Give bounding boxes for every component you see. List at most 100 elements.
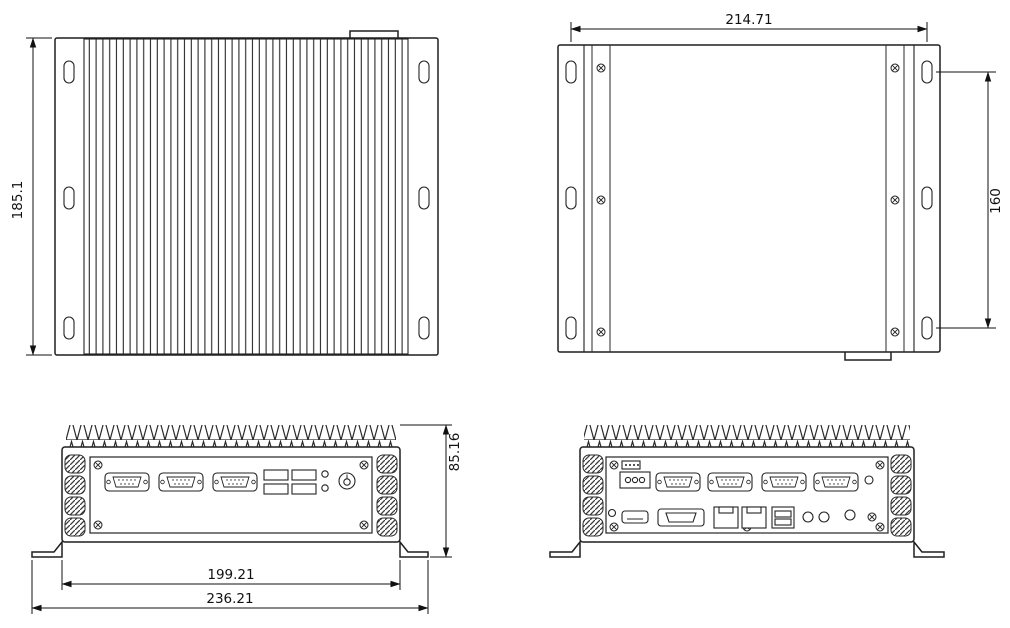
front-io-panel xyxy=(89,456,373,534)
grip-segment xyxy=(890,496,912,516)
side-grip-left xyxy=(64,454,86,537)
usb-port xyxy=(263,469,289,481)
mounting-slot xyxy=(921,186,933,210)
usb-port xyxy=(263,483,289,495)
grip-segment xyxy=(64,454,86,474)
screw xyxy=(596,195,606,205)
bottom-plate-view xyxy=(557,44,941,361)
db9-connector xyxy=(813,472,859,492)
mounting-slot xyxy=(63,316,75,340)
power-terminal xyxy=(619,471,651,489)
antenna-hole xyxy=(864,475,874,485)
mounting-foot xyxy=(31,539,63,558)
mounting-slot xyxy=(565,316,577,340)
screw xyxy=(359,520,369,530)
grip-segment xyxy=(582,475,604,495)
dimension-mount-width: 214.71 xyxy=(570,12,928,42)
mounting-slot xyxy=(565,60,577,84)
screw xyxy=(867,512,877,522)
grip-segment xyxy=(890,517,912,537)
usb-port xyxy=(771,506,795,529)
usb-port xyxy=(291,469,317,481)
mounting-foot xyxy=(399,539,429,558)
hdmi-port xyxy=(621,510,649,524)
mounting-foot xyxy=(913,539,945,558)
db9-connector xyxy=(707,472,753,492)
plate-outline xyxy=(557,44,941,353)
screw xyxy=(609,522,619,532)
grip-segment xyxy=(890,475,912,495)
grip-segment xyxy=(376,496,398,516)
lan-port xyxy=(741,506,767,529)
mounting-slot xyxy=(63,186,75,210)
dip-switch xyxy=(621,460,641,470)
grip-segment xyxy=(376,454,398,474)
mounting-slot xyxy=(63,60,75,84)
side-grip-right xyxy=(890,454,912,537)
mounting-slot xyxy=(921,60,933,84)
grip-segment xyxy=(582,517,604,537)
grip-segment xyxy=(890,454,912,474)
side-grip-right xyxy=(376,454,398,537)
heatsink-fins xyxy=(83,38,409,355)
dimension-height: 85.16 xyxy=(400,424,463,558)
dimension-overall-width-label: 236.21 xyxy=(206,591,253,607)
dimension-body-width-label: 199.21 xyxy=(207,567,254,583)
grip-segment xyxy=(64,475,86,495)
heatsink-spikes xyxy=(584,425,910,447)
usb-ports xyxy=(263,469,317,495)
screw xyxy=(875,522,885,532)
grip-segment xyxy=(64,517,86,537)
db9-connector xyxy=(158,472,204,492)
screw xyxy=(359,460,369,470)
dimension-body-width: 199.21 xyxy=(61,560,401,590)
lan-port xyxy=(713,506,739,529)
antenna-hole xyxy=(607,508,617,518)
dimension-overall-width: 236.21 xyxy=(31,560,429,614)
screw xyxy=(93,460,103,470)
grip-segment xyxy=(376,475,398,495)
dimension-depth-label: 185.1 xyxy=(10,181,26,220)
db9-connector xyxy=(104,472,150,492)
dimension-depth: 185.1 xyxy=(10,37,52,356)
side-grip-left xyxy=(582,454,604,537)
top-view xyxy=(54,30,439,356)
grip-segment xyxy=(376,517,398,537)
screw xyxy=(890,327,900,337)
dvi-port xyxy=(657,508,705,527)
dimension-mount-height-label: 160 xyxy=(988,188,1004,214)
screw xyxy=(609,460,619,470)
db9-connector xyxy=(212,472,258,492)
rear-view xyxy=(549,425,945,558)
antenna-hole xyxy=(844,509,856,521)
dimension-mount-width-label: 214.71 xyxy=(725,12,772,28)
dimension-mount-height: 160 xyxy=(936,71,1004,329)
front-view xyxy=(31,425,429,558)
screw xyxy=(596,63,606,73)
db9-connector xyxy=(655,472,701,492)
audio-jack xyxy=(818,511,830,523)
mounting-slot xyxy=(418,316,430,340)
dimension-height-label: 85.16 xyxy=(447,433,463,472)
audio-jack xyxy=(802,511,814,523)
led-indicator xyxy=(321,484,329,492)
mounting-slot xyxy=(418,186,430,210)
heatsink-spikes xyxy=(66,425,396,447)
grip-segment xyxy=(64,496,86,516)
led-indicator xyxy=(321,470,329,478)
screw xyxy=(875,460,885,470)
screw xyxy=(596,327,606,337)
mounting-foot xyxy=(549,539,581,558)
db9-connector xyxy=(761,472,807,492)
power-button xyxy=(338,472,356,490)
mounting-slot xyxy=(565,186,577,210)
mounting-slot xyxy=(921,316,933,340)
screw xyxy=(93,520,103,530)
screw xyxy=(890,63,900,73)
grip-segment xyxy=(582,454,604,474)
screw xyxy=(890,195,900,205)
usb-port xyxy=(291,483,317,495)
grip-segment xyxy=(582,496,604,516)
